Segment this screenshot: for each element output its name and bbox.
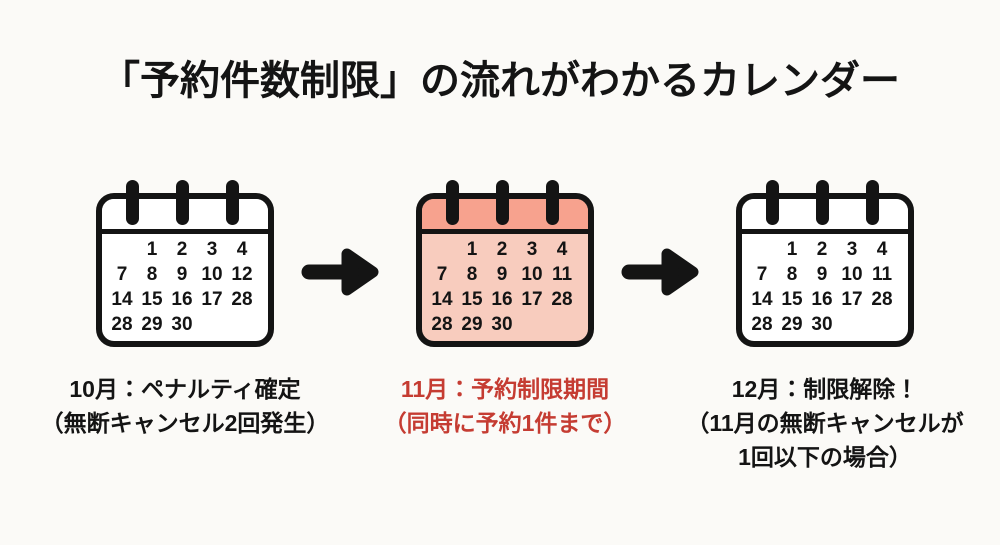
calendar-day: 9 <box>496 264 508 285</box>
calendar-day: 28 <box>231 289 253 310</box>
calendar-ring-icon <box>126 180 139 225</box>
calendar-day: 11 <box>551 264 573 285</box>
caption-november-line2: （同時に予約1件まで） <box>383 410 627 436</box>
calendar-day: 15 <box>461 289 483 310</box>
calendar-day: 14 <box>431 289 453 310</box>
calendar-day: 3 <box>846 239 858 260</box>
calendar-day: 12 <box>231 264 253 285</box>
calendar-day: 8 <box>146 264 158 285</box>
calendar-day: 2 <box>176 239 188 260</box>
calendar-day: 17 <box>521 289 543 310</box>
calendar-day: 4 <box>236 239 248 260</box>
arrow-right-icon <box>620 244 704 300</box>
calendar-day: 7 <box>436 264 448 285</box>
calendar-day: 1 <box>786 239 798 260</box>
calendar-ring-icon <box>496 180 509 225</box>
caption-november-line1: 11月：予約制限期間 <box>400 376 610 402</box>
caption-october: 10月：ペナルティ確定 （無断キャンセル2回発生） <box>15 372 355 440</box>
calendar-day: 16 <box>491 289 513 310</box>
caption-december-line1: 12月：制限解除！ <box>731 376 919 402</box>
calendar-day: 7 <box>116 264 128 285</box>
calendar-ring-icon <box>816 180 829 225</box>
arrow-right-icon <box>300 244 384 300</box>
calendar-day: 2 <box>816 239 828 260</box>
calendar-day <box>517 312 547 337</box>
calendar-day: 8 <box>786 264 798 285</box>
calendar-day <box>427 237 457 262</box>
calendar-day <box>197 312 227 337</box>
calendar-day: 30 <box>171 314 193 335</box>
caption-october-line2: （無断キャンセル2回発生） <box>40 410 330 436</box>
calendar-ring-icon <box>176 180 189 225</box>
calendar-day: 28 <box>551 289 573 310</box>
calendar-day: 10 <box>841 264 863 285</box>
calendar-day: 2 <box>496 239 508 260</box>
calendar-day: 29 <box>141 314 163 335</box>
calendar-day: 17 <box>201 289 223 310</box>
calendar-day: 16 <box>171 289 193 310</box>
caption-november: 11月：予約制限期間 （同時に予約1件まで） <box>335 372 675 440</box>
calendar-day: 1 <box>466 239 478 260</box>
calendar-day: 30 <box>811 314 833 335</box>
calendar-day <box>107 237 137 262</box>
calendar-day <box>837 312 867 337</box>
calendar-day: 30 <box>491 314 513 335</box>
caption-october-line1: 10月：ペナルティ確定 <box>69 376 301 402</box>
calendar-day: 16 <box>811 289 833 310</box>
calendar-day: 29 <box>461 314 483 335</box>
calendar-day: 10 <box>201 264 223 285</box>
calendar-day: 17 <box>841 289 863 310</box>
calendar-day: 7 <box>756 264 768 285</box>
caption-december-line2: （11月の無断キャンセルが <box>686 410 964 436</box>
calendar-day <box>747 237 777 262</box>
calendar-day: 10 <box>521 264 543 285</box>
calendar-day: 3 <box>206 239 218 260</box>
calendar-day: 28 <box>871 289 893 310</box>
calendar-day: 15 <box>781 289 803 310</box>
calendar-day: 9 <box>176 264 188 285</box>
calendar-day: 11 <box>871 264 893 285</box>
calendar-day: 4 <box>556 239 568 260</box>
calendar-ring-icon <box>866 180 879 225</box>
calendar-ring-icon <box>226 180 239 225</box>
calendar-ring-icon <box>546 180 559 225</box>
calendar-ring-icon <box>766 180 779 225</box>
calendar-day <box>547 312 577 337</box>
calendar-day: 4 <box>876 239 888 260</box>
calendar-day: 29 <box>781 314 803 335</box>
calendar-day: 28 <box>431 314 453 335</box>
page-title: 「予約件数制限」の流れがわかるカレンダー <box>100 59 900 103</box>
calendar-day: 14 <box>751 289 773 310</box>
calendar-day: 8 <box>466 264 478 285</box>
calendar-day: 1 <box>146 239 158 260</box>
calendar-day: 14 <box>111 289 133 310</box>
calendar-day: 28 <box>111 314 133 335</box>
calendar-day: 3 <box>526 239 538 260</box>
calendar-ring-icon <box>446 180 459 225</box>
calendar-day: 28 <box>751 314 773 335</box>
calendar-day <box>227 312 257 337</box>
caption-december: 12月：制限解除！ （11月の無断キャンセルが 1回以下の場合） <box>655 372 995 474</box>
caption-december-line3: 1回以下の場合） <box>738 444 912 470</box>
calendar-day: 9 <box>816 264 828 285</box>
calendar-day: 15 <box>141 289 163 310</box>
calendar-day <box>867 312 897 337</box>
